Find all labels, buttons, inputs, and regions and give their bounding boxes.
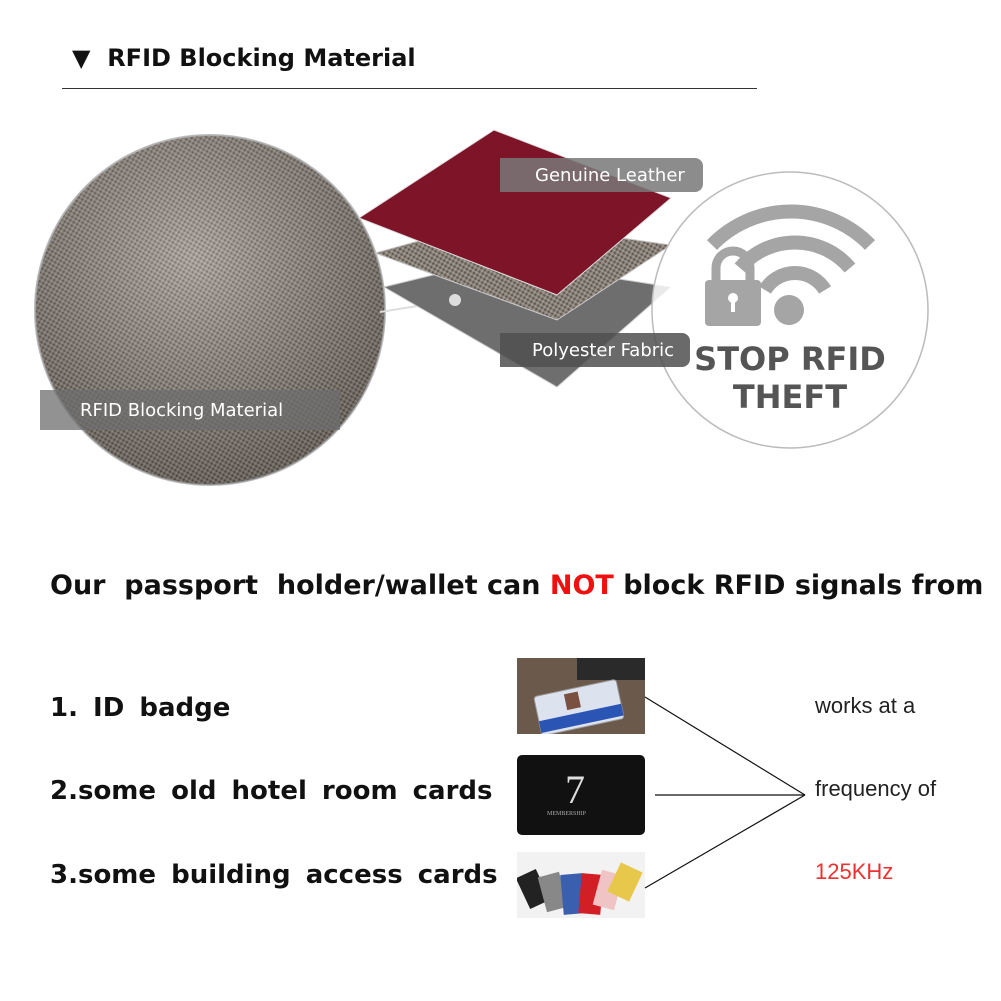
frequency-line2: frequency of	[815, 776, 937, 801]
triangle-down-icon: ▼	[72, 44, 91, 72]
fabric-label: RFID Blocking Material	[40, 390, 340, 430]
hotel-card-photo: 7 MEMBERSHIP	[517, 755, 645, 835]
section-title: RFID Blocking Material	[107, 44, 416, 72]
connector-line-3	[644, 794, 806, 889]
id-badge-photo	[517, 658, 645, 734]
wifi-icon	[706, 204, 876, 294]
polyester-label: Polyester Fabric	[500, 333, 690, 367]
item-id-badge: 1. ID badge	[50, 693, 231, 723]
access-cards-photo	[517, 852, 645, 918]
item-access-cards: 3.some building access cards	[50, 860, 498, 890]
headline: Our passport holder/wallet can NOT block…	[50, 570, 984, 601]
connector-dot	[449, 294, 461, 306]
frequency-value: 125KHz	[815, 859, 894, 884]
stop-rfid-badge	[651, 171, 929, 449]
header-divider	[62, 88, 757, 89]
svg-text:MEMBERSHIP: MEMBERSHIP	[547, 811, 587, 817]
connector-line-1	[644, 696, 806, 796]
fabric-closeup	[34, 134, 386, 486]
svg-text:7: 7	[565, 767, 585, 812]
lock-icon	[705, 246, 761, 326]
item-hotel-cards: 2.some old hotel room cards	[50, 776, 493, 806]
frequency-line1: works at a	[815, 693, 916, 718]
section-header: ▼ RFID Blocking Material	[72, 44, 416, 72]
leather-label: Genuine Leather	[500, 158, 703, 192]
